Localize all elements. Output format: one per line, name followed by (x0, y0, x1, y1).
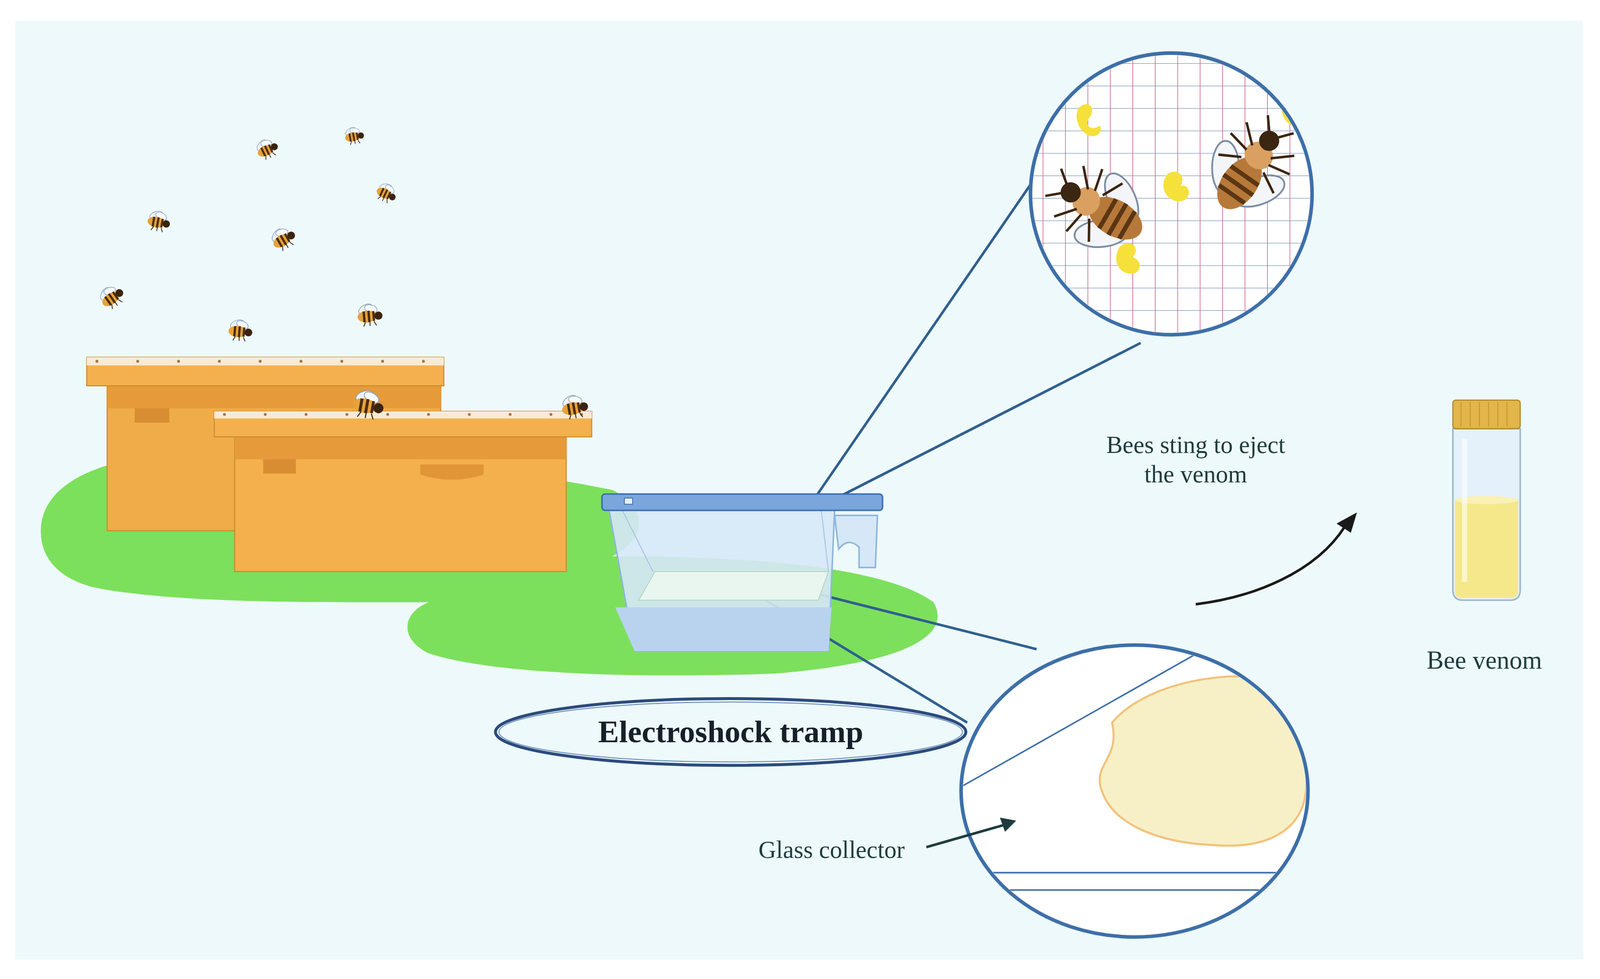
product-label: Bee venom (1426, 644, 1542, 676)
part-label: Glass collector (758, 834, 906, 864)
process-note: Bees sting to eject the venom (1100, 429, 1292, 489)
device-label-ellipse: Electroshock tramp (493, 696, 968, 767)
ellipse-inner-border (498, 701, 963, 762)
ellipse-border (495, 698, 966, 765)
node-title: Electroshock tramp (598, 713, 864, 750)
